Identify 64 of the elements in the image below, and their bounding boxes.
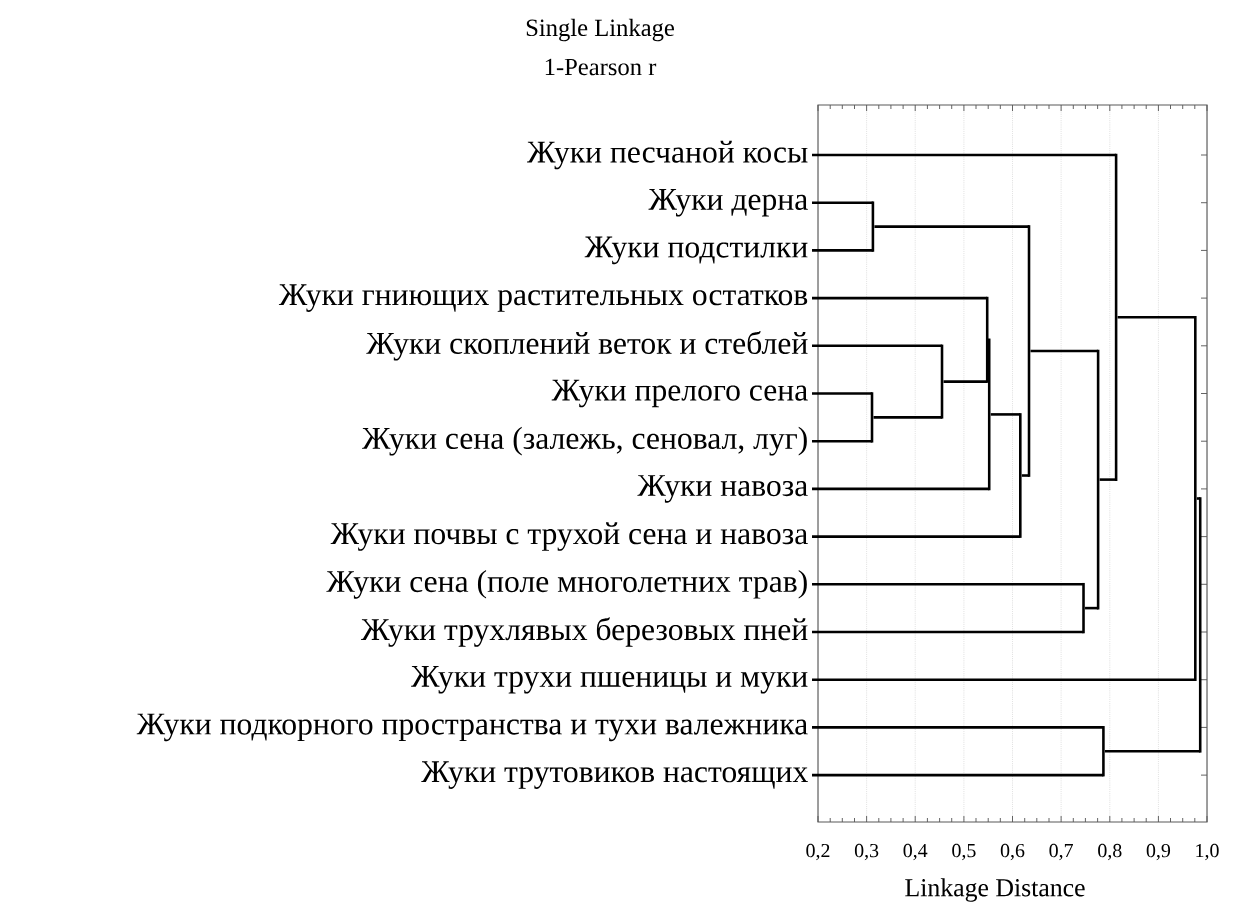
dendrogram-link — [987, 338, 991, 491]
dendrogram-link — [1102, 726, 1105, 777]
dendrogram-branch — [812, 726, 1104, 729]
leaf-label: Жуки трухлявых березовых пней — [361, 617, 808, 647]
dendrogram-branch — [873, 416, 942, 419]
dendrogram-branch — [812, 487, 990, 491]
leaf-label: Жуки подкорного пространства и тухи валежника — [136, 713, 808, 742]
dendrogram-branch — [812, 392, 872, 395]
dendrogram-link — [870, 392, 874, 443]
dendrogram-branch — [812, 773, 1104, 777]
tick-label: 0,9 — [1146, 843, 1171, 861]
dendrogram-link — [1114, 153, 1118, 481]
dendrogram-branch — [1196, 497, 1201, 500]
dendrogram-branch — [943, 380, 988, 383]
tick-label: 0,8 — [1098, 843, 1122, 861]
dendrogram-branch — [812, 249, 873, 252]
dendrogram-branch — [812, 153, 1117, 157]
dendrogram-link — [1082, 582, 1085, 634]
leaf-label: Жуки гниющих растительных остатков — [278, 284, 808, 312]
dendrogram-link — [1027, 225, 1031, 477]
leaf-label: Жуки подстилки — [584, 236, 808, 265]
dendrogram-branch — [990, 413, 1021, 416]
tick-label: 0,3 — [854, 843, 879, 861]
dendrogram-branch — [812, 678, 1196, 681]
dendrogram-branch — [812, 296, 988, 300]
leaf-label: Жуки трухи пшеницы и муки — [411, 665, 808, 694]
leaf-label: Жуки сена (поле многолетних трав) — [326, 569, 807, 599]
dendrogram-link — [1198, 497, 1202, 753]
dendrogram-branch — [874, 225, 1029, 228]
leaf-label: Жуки трутовиков настоящих — [421, 761, 808, 789]
tick-label: 0,5 — [952, 843, 976, 861]
dendrogram-link — [985, 296, 989, 383]
dendrogram-branch — [1030, 349, 1099, 353]
chart-title: Single Linkage — [526, 18, 674, 42]
dendrogram-branch — [1021, 474, 1029, 477]
tick-label: 1,0 — [1196, 843, 1219, 861]
leaf-label: Жуки почвы с трухой сена и навоза — [330, 522, 808, 551]
dendrogram-branch — [1085, 606, 1099, 610]
dendrogram-branch — [1117, 316, 1196, 319]
dendrogram-branch — [812, 630, 1084, 634]
dendrogram-branch — [812, 583, 1084, 586]
dendrogram-branch — [812, 201, 873, 204]
leaf-label: Жуки песчаной косы — [527, 140, 808, 170]
dendrogram-link — [871, 201, 875, 252]
tick-label: 0,7 — [1049, 843, 1073, 861]
leaf-label: Жуки скоплений веток и стеблей — [366, 331, 808, 361]
leaf-label: Жуки сена (залежь, сеновал, луг) — [362, 426, 807, 456]
leaf-label: Жуки навоза — [637, 475, 808, 503]
leaf-label: Жуки прелого сена — [551, 379, 808, 408]
axis-title: Linkage Distance — [905, 878, 1085, 902]
dendrogram-link — [940, 344, 944, 419]
dendrogram-link — [1096, 349, 1100, 610]
leaf-label: Жуки дерна — [648, 188, 808, 217]
tick-label: 0,6 — [1000, 843, 1025, 861]
tick-label: 0,2 — [806, 843, 830, 861]
dendrogram-link — [1019, 413, 1022, 538]
dendrogram-branch — [1099, 478, 1117, 481]
dendrogram-branch — [1104, 749, 1201, 753]
chart-subtitle: 1-Pearson r — [545, 58, 657, 76]
dendrogram-branch — [812, 535, 1021, 538]
dendrogram-link — [1194, 316, 1197, 681]
tick-label: 0,4 — [903, 843, 928, 861]
dendrogram-branch — [812, 439, 872, 443]
dendrogram-branch — [812, 344, 942, 348]
